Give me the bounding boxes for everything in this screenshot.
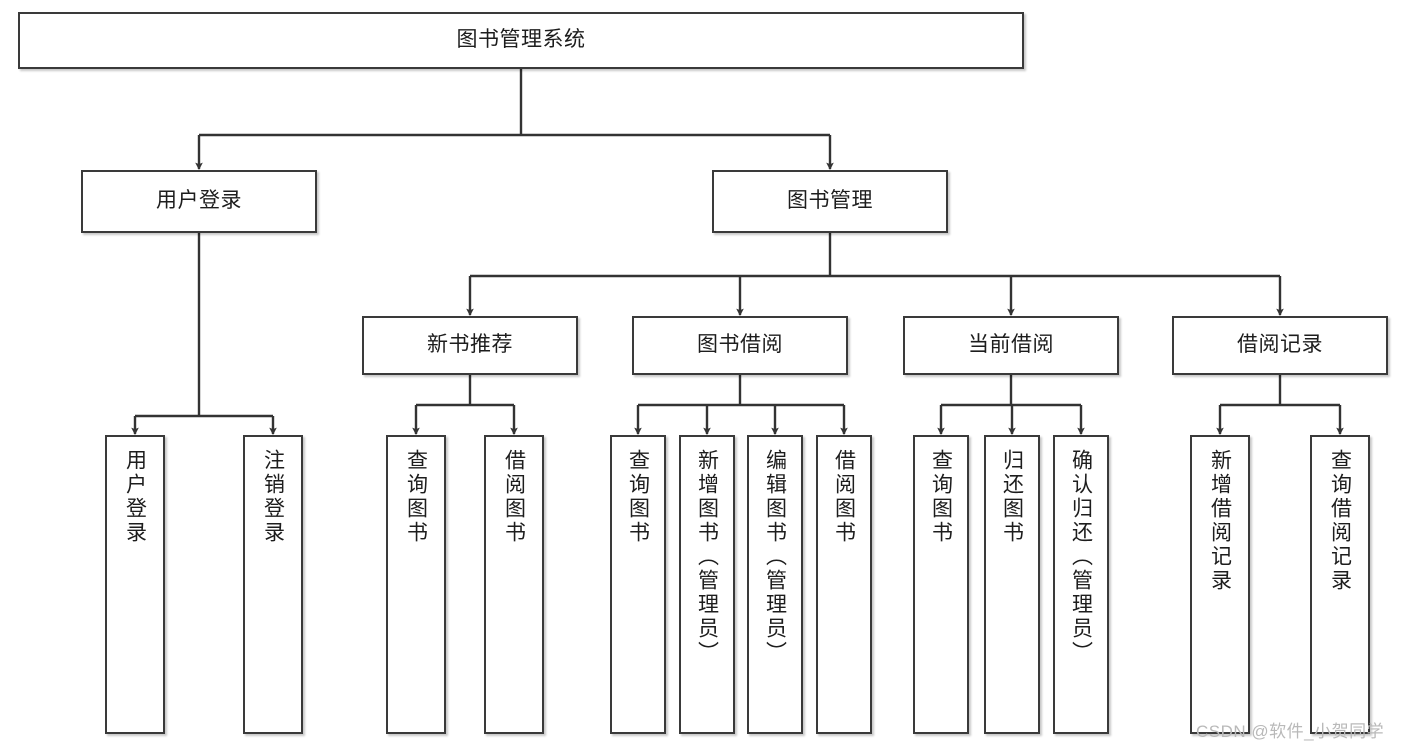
node-label: 新书推荐 (427, 333, 513, 357)
node-label: 用户登录 (156, 189, 242, 213)
node-new-book-rec[interactable]: 新书推荐 (362, 316, 578, 375)
node-leaf-query-book-1[interactable]: 查询图书 (386, 435, 446, 734)
node-leaf-confirm-return[interactable]: 确认归还（管理员） (1053, 435, 1109, 734)
node-label: 编辑图书（管理员） (763, 449, 787, 665)
node-label: 借阅记录 (1237, 333, 1323, 357)
node-root[interactable]: 图书管理系统 (18, 12, 1024, 69)
node-leaf-user-login[interactable]: 用户登录 (105, 435, 165, 734)
node-leaf-borrow-book-1[interactable]: 借阅图书 (484, 435, 544, 734)
node-label: 新增借阅记录 (1208, 449, 1232, 593)
node-label: 图书管理 (787, 189, 873, 213)
node-leaf-user-logout[interactable]: 注销登录 (243, 435, 303, 734)
node-label: 图书借阅 (697, 333, 783, 357)
node-label: 查询图书 (929, 449, 953, 545)
node-leaf-borrow-book-2[interactable]: 借阅图书 (816, 435, 872, 734)
node-book-borrow[interactable]: 图书借阅 (632, 316, 848, 375)
node-label: 新增图书（管理员） (695, 449, 719, 665)
node-borrow-record[interactable]: 借阅记录 (1172, 316, 1388, 375)
node-label: 查询借阅记录 (1328, 449, 1352, 593)
node-label: 借阅图书 (832, 449, 856, 545)
node-leaf-query-book-2[interactable]: 查询图书 (610, 435, 666, 734)
node-label: 图书管理系统 (456, 28, 586, 52)
node-leaf-add-book[interactable]: 新增图书（管理员） (679, 435, 735, 734)
node-label: 归还图书 (1000, 449, 1024, 545)
node-label: 用户登录 (123, 449, 147, 545)
node-label: 查询图书 (626, 449, 650, 545)
node-label: 当前借阅 (968, 333, 1054, 357)
node-leaf-return-book[interactable]: 归还图书 (984, 435, 1040, 734)
node-leaf-query-book-3[interactable]: 查询图书 (913, 435, 969, 734)
node-user-login[interactable]: 用户登录 (81, 170, 317, 233)
node-current-borrow[interactable]: 当前借阅 (903, 316, 1119, 375)
node-leaf-edit-book[interactable]: 编辑图书（管理员） (747, 435, 803, 734)
node-label: 注销登录 (261, 449, 285, 545)
node-label: 借阅图书 (502, 449, 526, 545)
node-leaf-add-record[interactable]: 新增借阅记录 (1190, 435, 1250, 734)
node-label: 查询图书 (404, 449, 428, 545)
node-label: 确认归还（管理员） (1069, 449, 1093, 665)
csdn-watermark: CSDN @软件_小贺同学 (1196, 722, 1385, 741)
node-book-manage[interactable]: 图书管理 (712, 170, 948, 233)
node-leaf-query-record[interactable]: 查询借阅记录 (1310, 435, 1370, 734)
